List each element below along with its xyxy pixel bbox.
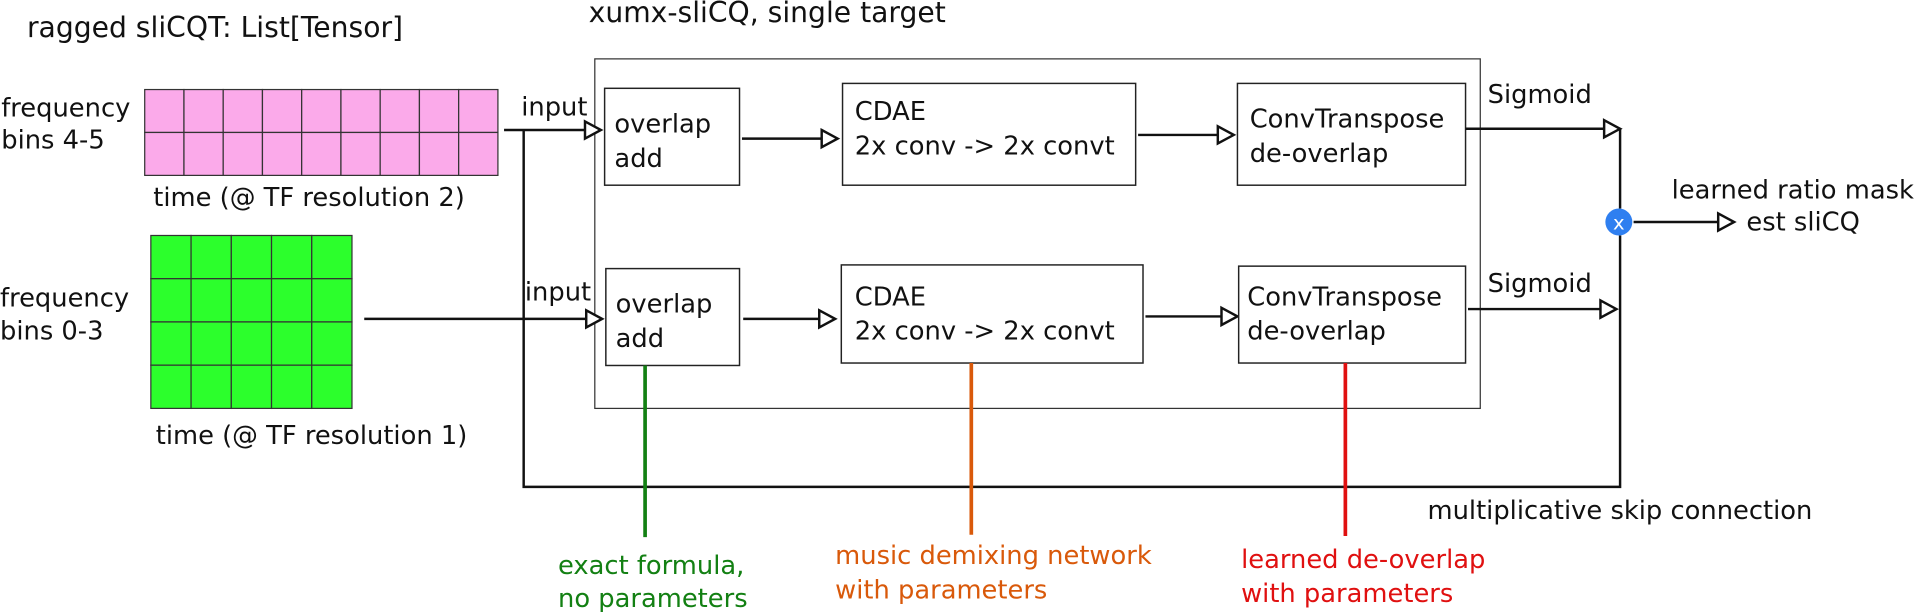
arrowhead-icon [1716, 211, 1737, 233]
model-container [594, 58, 1481, 410]
tf-bin-cell [150, 234, 192, 280]
annotation-label: music demixing network [835, 541, 1152, 571]
overlap-add-block-upper [603, 87, 741, 186]
tf-bin-cell [311, 278, 353, 323]
deoverlap-block-upper [1236, 82, 1467, 186]
tf-bin-cell [379, 88, 421, 134]
block-label: overlap [616, 290, 713, 320]
tf-bin-cell [190, 321, 232, 366]
tf-bin-cell [222, 88, 264, 134]
tf-bin-cell [270, 278, 313, 323]
tf-bin-cell [144, 88, 185, 134]
tf-bin-cell [222, 131, 264, 177]
tf-bin-cell [458, 131, 499, 177]
annotation-label: exact formula, [558, 551, 744, 581]
block-label: CDAE [855, 97, 926, 127]
lower-time-label: time (@ TF resolution 1) [156, 421, 468, 451]
skip-connection-label: multiplicative skip connection [1428, 496, 1813, 526]
tf-bin-cell [379, 131, 421, 177]
output-label-est: est sliCQ [1746, 208, 1860, 238]
arrowhead-icon [818, 308, 838, 330]
arrowhead-icon [584, 308, 605, 330]
model-title: xumx-sliCQ, single target [589, 0, 946, 29]
tf-bin-cell [311, 364, 353, 410]
tf-bin-cell [230, 321, 273, 366]
tf-bin-cell [301, 131, 342, 177]
lower-input-label: input [525, 277, 591, 307]
block-label: add [616, 324, 664, 354]
arrowhead-icon [1216, 124, 1237, 146]
ragged-slicqt-title: ragged sliCQT: List[Tensor] [27, 11, 403, 44]
tf-bin-cell [418, 131, 460, 177]
tf-bin-cell [230, 278, 273, 323]
tf-bin-cell [261, 88, 303, 134]
multiply-symbol: x [1613, 211, 1625, 234]
tf-bin-cell [261, 131, 303, 177]
block-label: overlap [614, 109, 711, 139]
annotation-label: no parameters [558, 584, 748, 612]
deoverlap-block-lower [1237, 265, 1467, 364]
lower-bins-label: bins 0-3 [0, 317, 103, 347]
tf-bin-cell [150, 364, 192, 410]
upper-tf-grid [144, 88, 499, 177]
arrowhead-icon [1599, 298, 1619, 320]
tf-bin-cell [144, 131, 185, 177]
skip-connection-line [522, 130, 1622, 489]
overlap-add-block-lower [605, 267, 741, 367]
tf-bin-cell [150, 321, 192, 366]
tf-bin-cell [418, 88, 460, 134]
tf-bin-cell [150, 278, 192, 323]
tf-bin-cell [270, 234, 313, 280]
sigmoid-label-lower: Sigmoid [1488, 269, 1592, 299]
cdae-block-upper [841, 82, 1137, 186]
tf-bin-cell [183, 88, 224, 134]
tf-bin-cell [311, 321, 353, 366]
arrowhead-icon [1220, 305, 1241, 328]
cdae-block-lower [840, 264, 1144, 364]
block-label: de-overlap [1247, 317, 1386, 347]
block-label: 2x conv -> 2x convt [855, 132, 1115, 162]
tf-bin-cell [311, 234, 353, 280]
block-label: de-overlap [1250, 139, 1389, 169]
tf-bin-cell [270, 321, 313, 366]
arrowhead-icon [820, 127, 841, 150]
arrowhead-icon [583, 119, 604, 141]
block-label: add [614, 144, 662, 174]
lower-freq-label: frequency [0, 284, 129, 314]
tf-bin-cell [458, 88, 499, 134]
lower-tf-grid [150, 234, 353, 410]
block-label: CDAE [855, 282, 926, 312]
tf-bin-cell [190, 364, 232, 410]
arrowhead-icon [1602, 118, 1623, 140]
tf-bin-cell [340, 131, 381, 177]
annotation-label: with parameters [1241, 579, 1453, 609]
tf-bin-cell [270, 364, 313, 410]
upper-bins-label: bins 4-5 [1, 125, 104, 155]
tf-bin-cell [230, 234, 273, 280]
upper-input-label: input [521, 92, 587, 122]
tf-bin-cell [190, 234, 232, 280]
tf-bin-cell [301, 88, 342, 134]
upper-freq-label: frequency [1, 94, 130, 124]
tf-bin-cell [230, 364, 273, 410]
block-label: ConvTranspose [1250, 105, 1445, 135]
tf-bin-cell [190, 278, 232, 323]
annotation-label: with parameters [835, 575, 1047, 605]
tf-bin-cell [183, 131, 224, 177]
upper-time-label: time (@ TF resolution 2) [153, 183, 465, 213]
block-label: ConvTranspose [1247, 282, 1442, 312]
annotation-label: learned de-overlap [1241, 545, 1485, 575]
block-label: 2x conv -> 2x convt [855, 317, 1115, 347]
sigmoid-label-upper: Sigmoid [1488, 80, 1592, 110]
output-label-mask: learned ratio mask [1672, 176, 1914, 206]
tf-bin-cell [340, 88, 381, 134]
multiply-icon [1605, 208, 1633, 236]
